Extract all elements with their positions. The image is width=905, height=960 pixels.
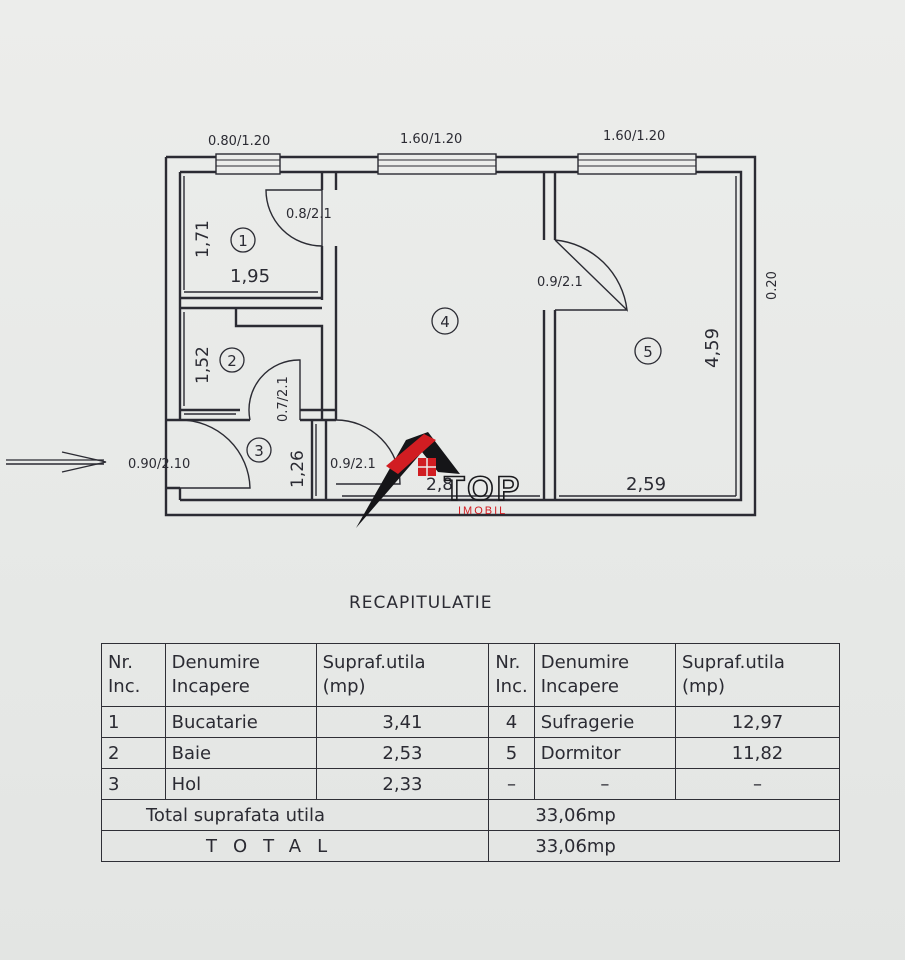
window-left-label: 0.80/1.20 [208, 134, 270, 149]
door-bedroom-label: 0.9/2.1 [537, 275, 583, 290]
room-3-circle [246, 437, 272, 463]
room-3-number: 3 [254, 442, 264, 460]
room-2-circle [219, 347, 245, 373]
row-name: Bucatarie [164, 706, 317, 738]
room-1-circle [230, 227, 256, 253]
table-row: 2 Baie 2,53 5 Dormitor 11,82 [101, 737, 841, 769]
row-area-2: – [674, 768, 841, 800]
room-4-number: 4 [440, 313, 450, 331]
top-imobil-logo: TOP IMOBIL [356, 432, 522, 528]
row-area: 2,53 [315, 737, 490, 769]
row-name-2: Sufragerie [533, 706, 676, 738]
row-name-2: – [533, 768, 676, 800]
table-row: 3 Hol 2,33 – – – [101, 768, 841, 800]
header-nr: Nr.Inc. [101, 643, 166, 707]
door-bath-label: 0.7/2.1 [276, 376, 291, 422]
row-nr: 2 [101, 737, 166, 769]
door-bedroom [554, 239, 628, 312]
room-5-dim-b: 2,59 [626, 474, 666, 495]
total-value: 33,06mp [488, 830, 840, 862]
room-5-dim-a: 4,59 [702, 328, 723, 368]
window-mid [377, 153, 497, 175]
row-name: Baie [164, 737, 317, 769]
entry-arrow [6, 451, 107, 473]
row-nr-2: – [488, 768, 535, 800]
total-row: TOTAL 33,06mp [100, 830, 840, 862]
room-2-number: 2 [227, 352, 237, 370]
entry-door-label: 0.90/2.10 [128, 457, 190, 472]
header-suprafata: Supraf.utila(mp) [315, 643, 490, 707]
window-left [215, 153, 281, 175]
door-bath [248, 359, 301, 421]
row-nr-2: 4 [488, 706, 535, 738]
wall-thickness-label: 0.20 [765, 271, 780, 300]
header-nr-2: Nr.Inc. [488, 643, 535, 707]
room-2-dim-a: 1,52 [193, 346, 213, 384]
room-1-dim-b: 1,95 [230, 266, 270, 287]
logo-subtitle: IMOBIL [458, 505, 507, 517]
window-right-label: 1.60/1.20 [603, 129, 665, 144]
row-name: Hol [164, 768, 317, 800]
row-nr-2: 5 [488, 737, 535, 769]
room-1-number: 1 [238, 232, 248, 250]
recap-title: RECAPITULATIE [349, 593, 493, 613]
room-5-number: 5 [643, 343, 653, 361]
row-area: 3,41 [315, 706, 490, 738]
room-4-circle [431, 307, 459, 335]
floor-plan: 0.80/1.20 1.60/1.20 1.60/1.20 0.8/2.1 0.… [6, 129, 780, 528]
row-nr: 3 [101, 768, 166, 800]
row-area: 2,33 [315, 768, 490, 800]
row-nr: 1 [101, 706, 166, 738]
room-5-circle [634, 337, 662, 365]
window-mid-label: 1.60/1.20 [400, 132, 462, 147]
door-kitchen-label: 0.8/2.1 [286, 207, 332, 222]
door-entry [179, 419, 251, 489]
total-utila-label: Total suprafata utila [100, 799, 490, 831]
total-utila-row: Total suprafata utila 33,06mp [100, 799, 840, 831]
room-1-dim-a: 1,71 [193, 220, 213, 258]
logo-name: TOP [444, 470, 522, 508]
logo-roof-dark [356, 432, 460, 528]
room-3-dim-a: 1,26 [288, 450, 308, 488]
row-area-2: 11,82 [674, 737, 841, 769]
room-4-dim-b: 2,8 [426, 475, 453, 495]
row-area-2: 12,97 [674, 706, 841, 738]
row-name-2: Dormitor [533, 737, 676, 769]
table-row: 1 Bucatarie 3,41 4 Sufragerie 12,97 [101, 706, 841, 738]
total-label: TOTAL [100, 830, 490, 862]
window-right [577, 153, 697, 175]
door-kitchen [265, 189, 323, 247]
total-utila-value: 33,06mp [488, 799, 840, 831]
header-suprafata-2: Supraf.utila(mp) [674, 643, 841, 707]
logo-roof-red [386, 434, 436, 474]
door-living-label: 0.9/2.1 [330, 457, 376, 472]
